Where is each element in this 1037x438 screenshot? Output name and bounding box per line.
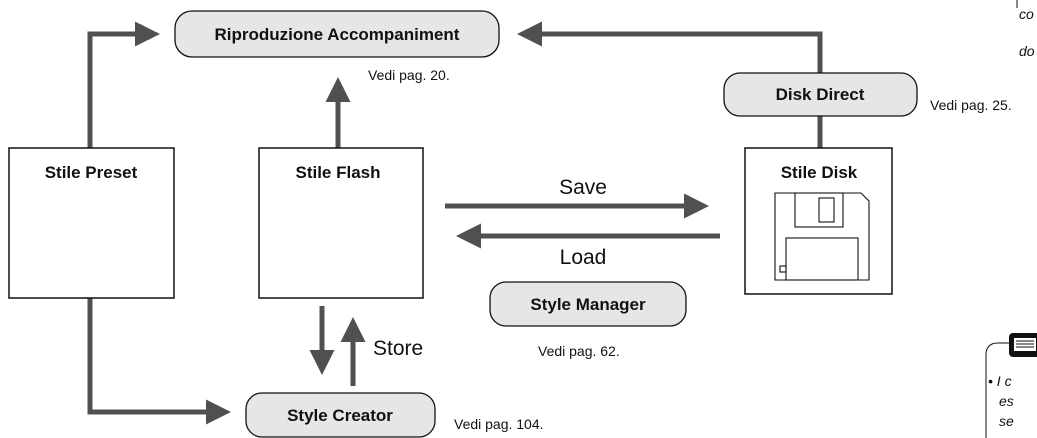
- store-label: Store: [373, 337, 423, 360]
- stile-flash-label: Stile Flash: [295, 163, 380, 182]
- connectors: [87, 21, 823, 425]
- riproduzione-box: [174, 10, 500, 58]
- note-line-1: • I c: [988, 373, 1012, 389]
- keyboard-icon: [1009, 333, 1037, 357]
- note-line-2: es: [999, 393, 1014, 409]
- note-callout: • I c es se: [985, 333, 1037, 438]
- sidebar-fragment-1: co: [1019, 6, 1034, 22]
- floppy-disk-icon: [774, 192, 870, 281]
- style-creator-ref: Vedi pag. 104.: [454, 416, 544, 432]
- note-line-3: se: [999, 413, 1014, 429]
- arrow-preset-to-creator: [87, 298, 231, 425]
- disk-direct-box: [723, 72, 918, 117]
- disk-direct-node: Disk Direct: [723, 72, 918, 117]
- disk-direct-label: Disk Direct: [776, 85, 865, 104]
- style-manager-box: [489, 281, 687, 327]
- disk-direct-ref: Vedi pag. 25.: [930, 97, 1012, 113]
- riproduzione-node: Riproduzione Accompaniment: [174, 10, 500, 58]
- stile-flash-node: Stile Flash: [258, 147, 424, 299]
- save-label: Save: [559, 176, 607, 199]
- style-creator-box: [245, 392, 436, 438]
- load-label: Load: [560, 246, 607, 269]
- stile-disk-label: Stile Disk: [781, 163, 858, 182]
- stile-preset-label: Stile Preset: [45, 163, 138, 182]
- stile-preset-node: Stile Preset: [8, 147, 175, 299]
- riproduzione-ref: Vedi pag. 20.: [368, 67, 450, 83]
- stile-preset-box: [8, 147, 175, 299]
- arrow-preset-to-riproduzione: [87, 21, 160, 148]
- sidebar-fragment: co do: [1016, 0, 1035, 59]
- stile-disk-node: Stile Disk: [744, 147, 893, 295]
- style-creator-node: Style Creator: [245, 392, 436, 438]
- style-manager-ref: Vedi pag. 62.: [538, 343, 620, 359]
- sidebar-fragment-2: do: [1019, 43, 1035, 59]
- style-creator-label: Style Creator: [287, 406, 393, 425]
- riproduzione-label: Riproduzione Accompaniment: [215, 25, 460, 44]
- note-bracket: [985, 342, 1037, 438]
- stile-flash-box: [258, 147, 424, 299]
- style-manager-label: Style Manager: [530, 295, 646, 314]
- stile-disk-box: [744, 147, 893, 295]
- style-manager-node: Style Manager: [489, 281, 687, 327]
